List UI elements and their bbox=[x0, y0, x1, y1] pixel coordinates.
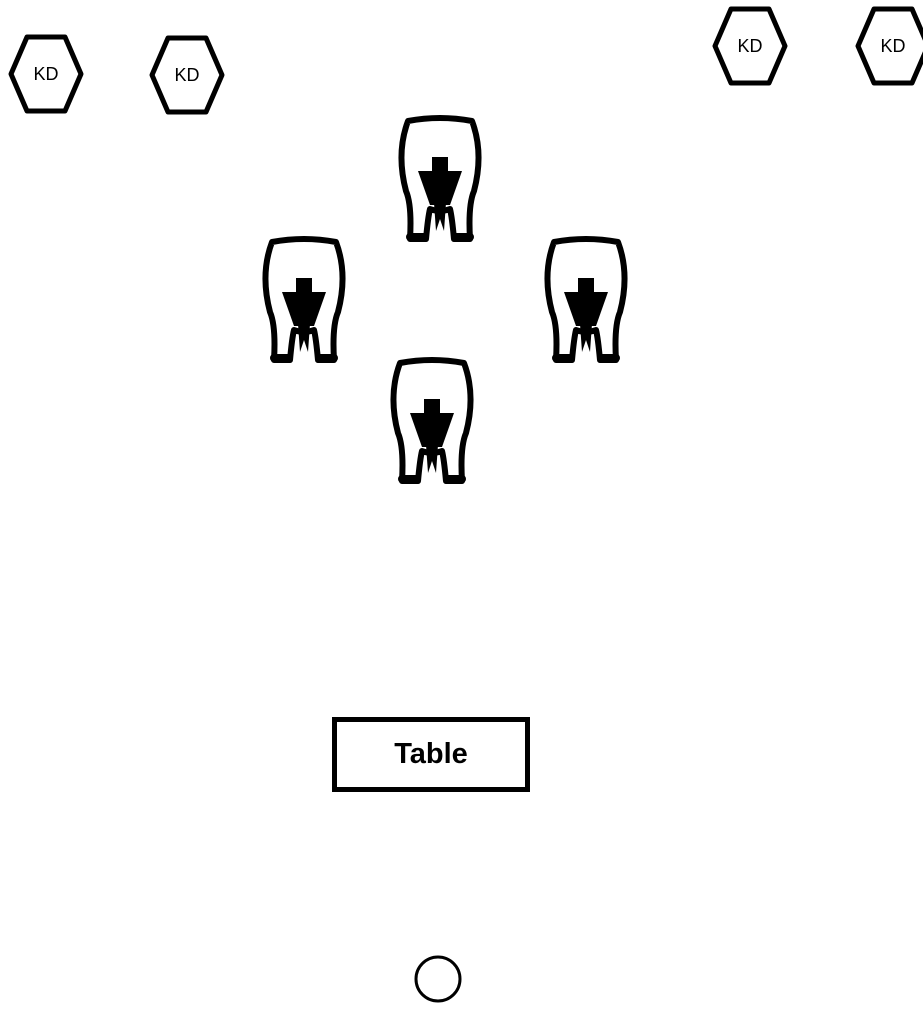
kd-marker-label: KD bbox=[854, 6, 923, 86]
circle-marker bbox=[413, 954, 463, 1004]
kd-marker: KD bbox=[854, 6, 923, 86]
kd-marker: KD bbox=[148, 35, 226, 115]
table-box: Table bbox=[332, 717, 530, 792]
cow-icon bbox=[540, 234, 632, 364]
kd-marker-label: KD bbox=[7, 34, 85, 114]
kd-marker: KD bbox=[7, 34, 85, 114]
cow-icon bbox=[258, 234, 350, 364]
kd-marker: KD bbox=[711, 6, 789, 86]
kd-marker-label: KD bbox=[711, 6, 789, 86]
table-label: Table bbox=[394, 738, 468, 771]
cow-icon bbox=[394, 113, 486, 243]
kd-marker-label: KD bbox=[148, 35, 226, 115]
cow-icon bbox=[386, 355, 478, 485]
